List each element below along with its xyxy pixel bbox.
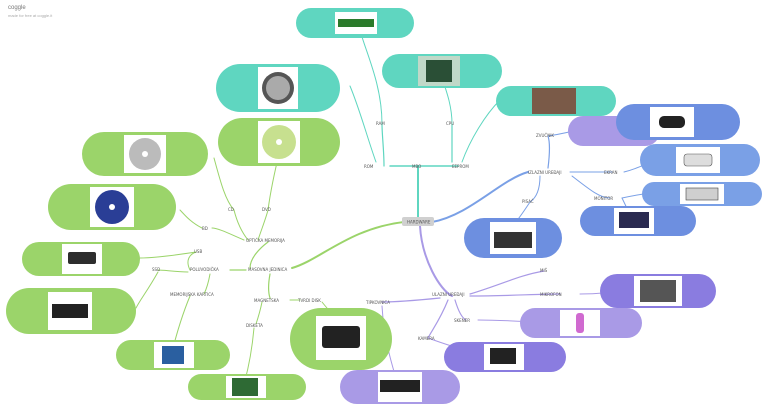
label-poluvodicka: POLUVODIČKA [190, 267, 219, 272]
label-masovna: MASOVNA JEDINICA [248, 267, 287, 272]
label-izlazni: IZLAZNI UREĐAJI [528, 170, 562, 175]
label-ekran: EKRAN [604, 170, 618, 175]
plotter-icon [685, 187, 719, 201]
label-rom: ROM [364, 164, 374, 169]
monitor-icon [619, 212, 649, 228]
text-labels: HARDWARE MBO ROM RAM CPU EEPROM IZLAZNI … [152, 121, 618, 341]
cpu-icon [426, 60, 452, 82]
label-disketa: DISKETA [246, 323, 263, 328]
floppy-icon [232, 378, 258, 396]
chip-icon [532, 88, 576, 114]
label-cpu: CPU [446, 121, 454, 126]
label-ram: RAM [376, 121, 385, 126]
label-bd: BD [202, 226, 208, 231]
scanner-icon [640, 280, 676, 302]
label-monitor: MONITOR [594, 196, 613, 201]
label-zvucnik: ZVUČNIK [536, 133, 554, 138]
microphone-icon [576, 313, 584, 333]
brand-tagline: made for free at coggle.it [8, 13, 53, 18]
coggle-brand: coggle made for free at coggle.it [8, 5, 52, 19]
label-ulazni: ULAZNI UREĐAJI [432, 292, 465, 297]
projector-icon [683, 153, 713, 167]
label-mbo: MBO [412, 164, 421, 169]
label-eeprom: EEPROM [452, 164, 469, 169]
label-pisac: PISAČ [522, 199, 534, 204]
label-magnetska: MAGNETSKA [254, 298, 279, 303]
ssd-icon [52, 304, 88, 318]
center-node: HARDWARE [407, 220, 431, 225]
label-kamera: KAMERA [418, 336, 435, 341]
sdcard-icon [162, 346, 184, 364]
label-ssd: SSD [152, 267, 160, 272]
label-mis: MIŠ [540, 268, 548, 273]
label-usb: USB [194, 249, 202, 254]
external-hdd-icon [322, 326, 360, 348]
label-opticka: OPTIČKA MEMORIJA [246, 238, 285, 243]
speaker-icon [659, 116, 685, 128]
label-dvd: DVD [262, 207, 271, 212]
usb-icon [68, 252, 96, 264]
ram-icon [338, 19, 374, 27]
label-cd: CD [228, 207, 234, 212]
label-mikrofon: MIKROFON [540, 292, 562, 297]
label-skener: SKENER [454, 318, 470, 323]
label-tipkovnica: TIPKOVNICA [365, 300, 390, 305]
center-node-bg [402, 217, 434, 226]
label-memorijska: MEMORIJSKA KARTICA [170, 292, 214, 297]
image-nodes [6, 8, 762, 404]
webcam-icon [490, 348, 516, 364]
printer-icon [494, 232, 532, 248]
keyboard-icon [380, 380, 420, 392]
brand-name: coggle [8, 5, 26, 11]
label-tvrdi-disk: TVRDI DISK [297, 298, 321, 303]
